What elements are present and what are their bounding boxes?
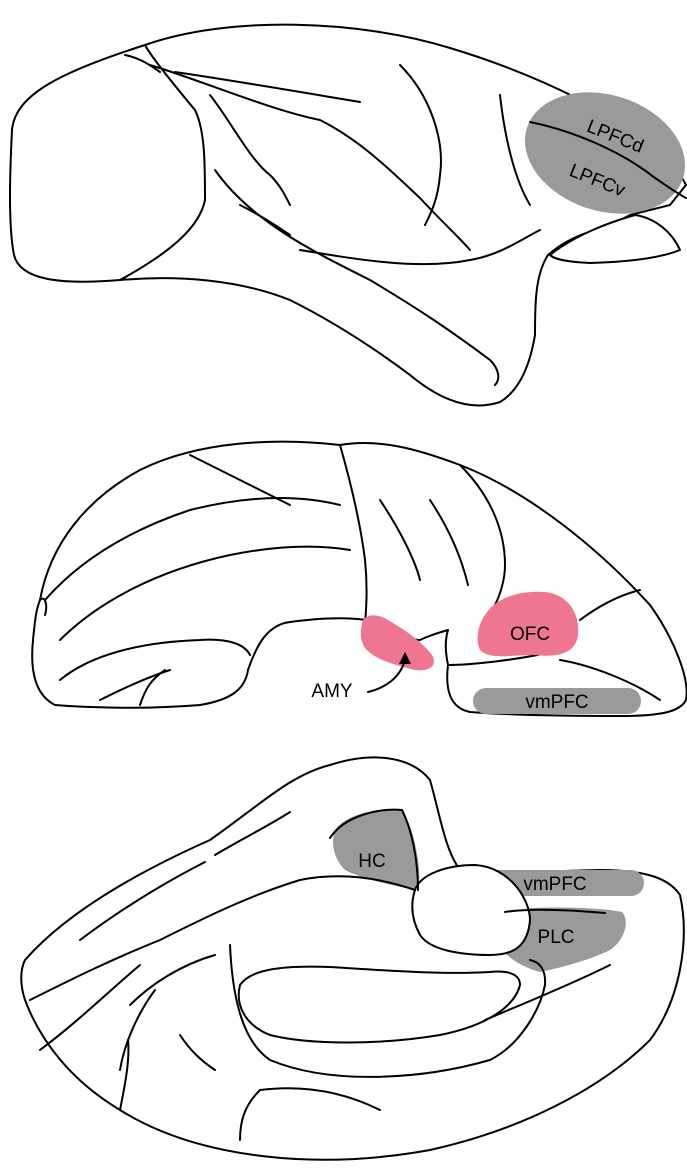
ventral-brain-panel: OFC vmPFC AMY — [32, 442, 686, 716]
hc-label: HC — [358, 851, 385, 872]
vmpfc-label-rodent: vmPFC — [523, 874, 586, 895]
rodent-brain-panel: HC vmPFC PLC — [21, 757, 684, 1159]
vmpfc-label-ventral: vmPFC — [525, 692, 588, 713]
lateral-brain-outline — [10, 25, 686, 406]
plc-label: PLC — [538, 927, 575, 948]
ventral-brain-outline — [32, 442, 686, 716]
amy-label: AMY — [311, 681, 353, 702]
ofc-label: OFC — [510, 624, 550, 645]
lateral-brain-panel: LPFCd LPFCv — [10, 25, 687, 406]
